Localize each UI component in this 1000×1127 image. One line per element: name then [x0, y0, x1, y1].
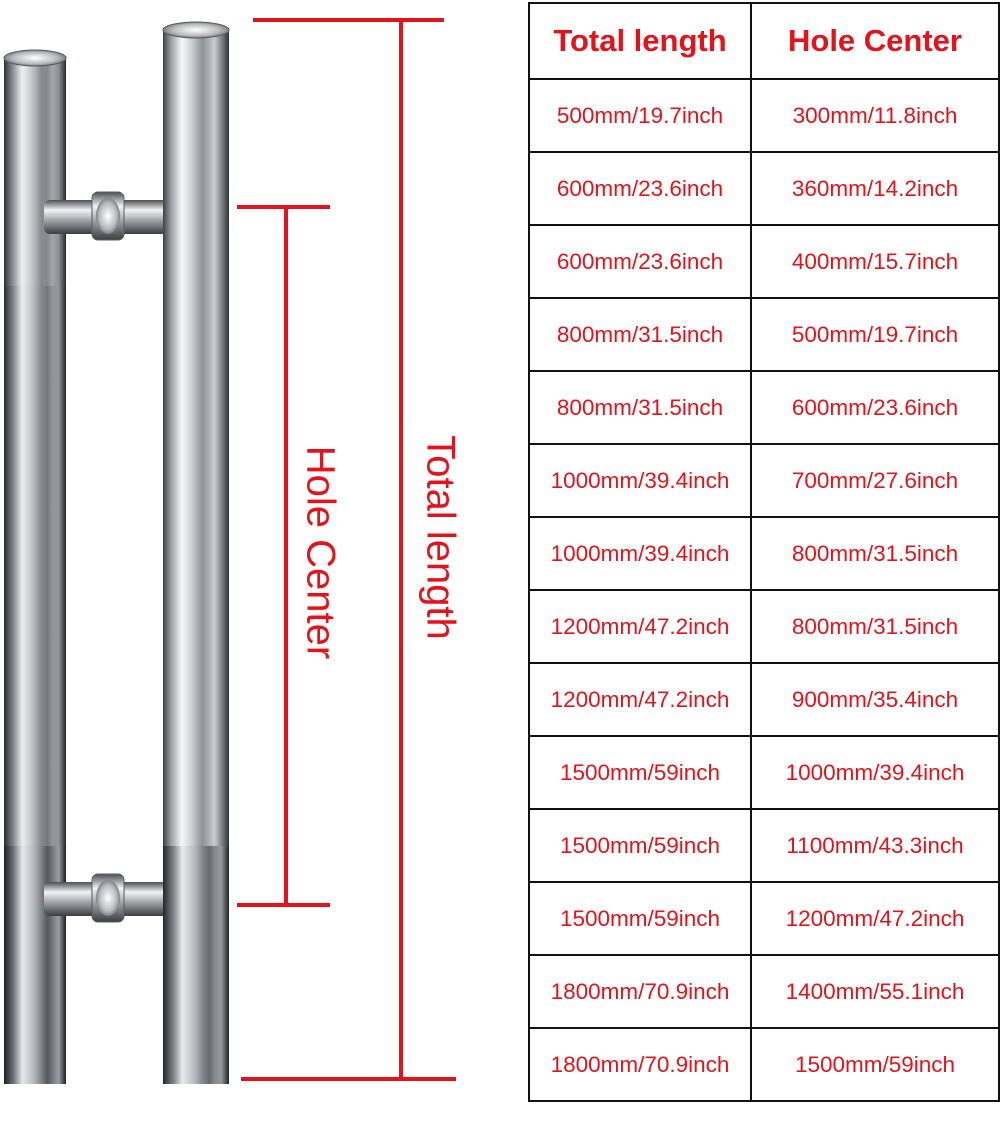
table-header-row: Total length Hole Center: [528, 2, 1000, 80]
total-length-cell: 1500mm/59inch: [528, 808, 752, 883]
total-length-cell: 600mm/23.6inch: [528, 224, 752, 299]
total-length-cell: 1500mm/59inch: [528, 881, 752, 956]
bottom-standoff-post: [44, 873, 168, 923]
total-length-cell: 1500mm/59inch: [528, 735, 752, 810]
total-length-cell: 1000mm/39.4inch: [528, 443, 752, 518]
hole-center-cell: 1500mm/59inch: [750, 1027, 1000, 1102]
total-length-label: Total length: [418, 435, 463, 640]
hole-center-cell: 800mm/31.5inch: [750, 516, 1000, 591]
top-standoff-post: [44, 191, 168, 241]
front-handle-bar: [162, 21, 230, 1084]
hole-center-cell: 700mm/27.6inch: [750, 443, 1000, 518]
hole-center-cell: 500mm/19.7inch: [750, 297, 1000, 372]
hole-center-cell: 900mm/35.4inch: [750, 662, 1000, 737]
total-length-cell: 1800mm/70.9inch: [528, 954, 752, 1029]
total-length-cell: 1000mm/39.4inch: [528, 516, 752, 591]
total-length-cell: 1200mm/47.2inch: [528, 589, 752, 664]
hole-center-cell: 1400mm/55.1inch: [750, 954, 1000, 1029]
hole-center-cell: 600mm/23.6inch: [750, 370, 1000, 445]
hole-center-cell: 1100mm/43.3inch: [750, 808, 1000, 883]
hole-center-label: Hole Center: [298, 445, 343, 660]
total-length-cell: 800mm/31.5inch: [528, 297, 752, 372]
total-length-cell: 1200mm/47.2inch: [528, 662, 752, 737]
hole-center-cell: 360mm/14.2inch: [750, 151, 1000, 226]
total-length-cell: 500mm/19.7inch: [528, 78, 752, 153]
hole-center-cell: 800mm/31.5inch: [750, 589, 1000, 664]
total-length-cell: 1800mm/70.9inch: [528, 1027, 752, 1102]
total-length-cell: 800mm/31.5inch: [528, 370, 752, 445]
hole-center-cell: 300mm/11.8inch: [750, 78, 1000, 153]
hole-center-cell: 400mm/15.7inch: [750, 224, 1000, 299]
column-header-total-length: Total length: [528, 2, 752, 80]
column-header-hole-center: Hole Center: [750, 2, 1000, 80]
total-length-dimension-line: [241, 18, 456, 1081]
total-length-cell: 600mm/23.6inch: [528, 151, 752, 226]
hole-center-cell: 1000mm/39.4inch: [750, 735, 1000, 810]
hole-center-cell: 1200mm/47.2inch: [750, 881, 1000, 956]
door-pull-handle-illustration: [3, 18, 456, 1084]
hole-center-dimension-line: [237, 205, 330, 907]
